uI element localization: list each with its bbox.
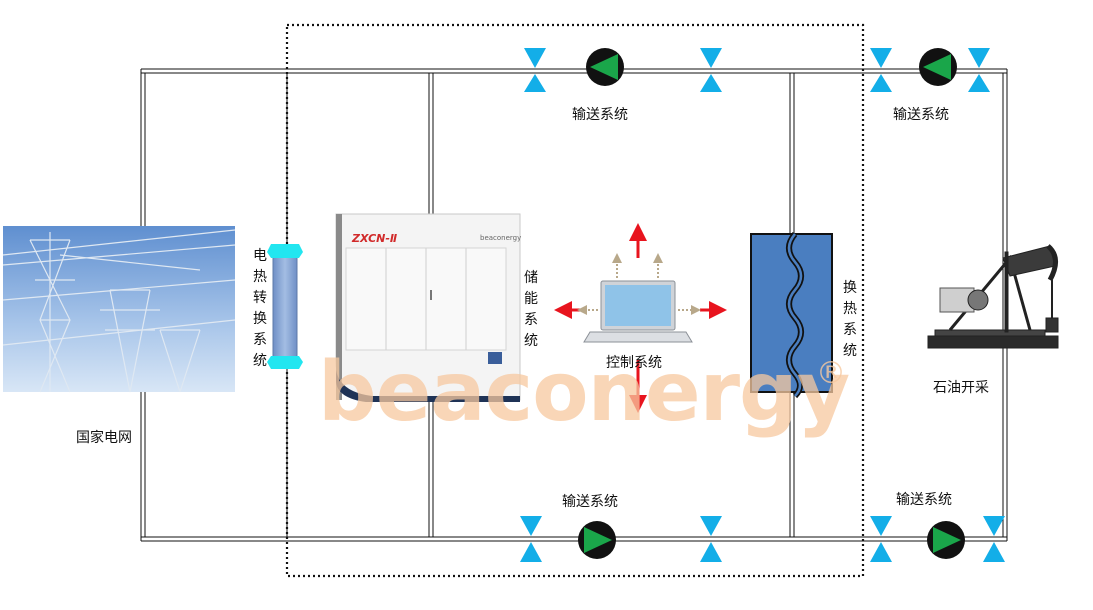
heat-exchanger: [750, 232, 833, 399]
valve-bottom-3: [870, 516, 892, 562]
cabinet-model-label: ZXCN-Ⅱ: [352, 232, 398, 245]
valve-bottom-1: [520, 516, 542, 562]
pump-bottom-right-icon: [927, 521, 965, 559]
storage-system-label: 储能系统: [524, 270, 538, 349]
valve-top-4: [968, 48, 990, 92]
valve-top-1: [524, 48, 546, 92]
national-grid-label: 国家电网: [76, 429, 132, 446]
storage-cabinet: [335, 213, 521, 402]
transport-label-top-right: 输送系统: [893, 107, 949, 123]
pump-top-left-icon: [586, 48, 624, 86]
transport-label-bottom-right: 输送系统: [896, 492, 952, 508]
pump-top-right-icon: [919, 48, 957, 86]
control-system-label: 控制系统: [606, 355, 662, 371]
laptop-icon: [583, 280, 693, 343]
registered-mark: ®: [816, 356, 846, 391]
electric-heater: [267, 244, 303, 369]
pump-bottom-left-icon: [578, 521, 616, 559]
valve-bottom-4: [983, 516, 1005, 562]
oil-pumpjack-icon: [927, 244, 1059, 349]
power-grid-image: [2, 226, 236, 393]
pumps: [578, 48, 965, 559]
system-boundary: [285, 23, 865, 578]
watermark: beaconergy: [318, 345, 850, 440]
valve-top-2: [700, 48, 722, 92]
valve-top-3: [870, 48, 892, 92]
valve-bottom-2: [700, 516, 722, 562]
heat-exchange-label: 换热系统: [843, 280, 857, 359]
heat-conversion-label: 电热转换系统: [253, 248, 267, 369]
control-arrows: [554, 223, 727, 413]
transport-label-bottom-left: 输送系统: [562, 494, 618, 510]
cabinet-brand-label: beaconergy: [480, 234, 522, 242]
oil-extraction-label: 石油开采: [933, 380, 989, 396]
transport-label-top-left: 输送系统: [572, 107, 628, 123]
piping: [140, 68, 1008, 542]
valves: [520, 48, 1005, 562]
